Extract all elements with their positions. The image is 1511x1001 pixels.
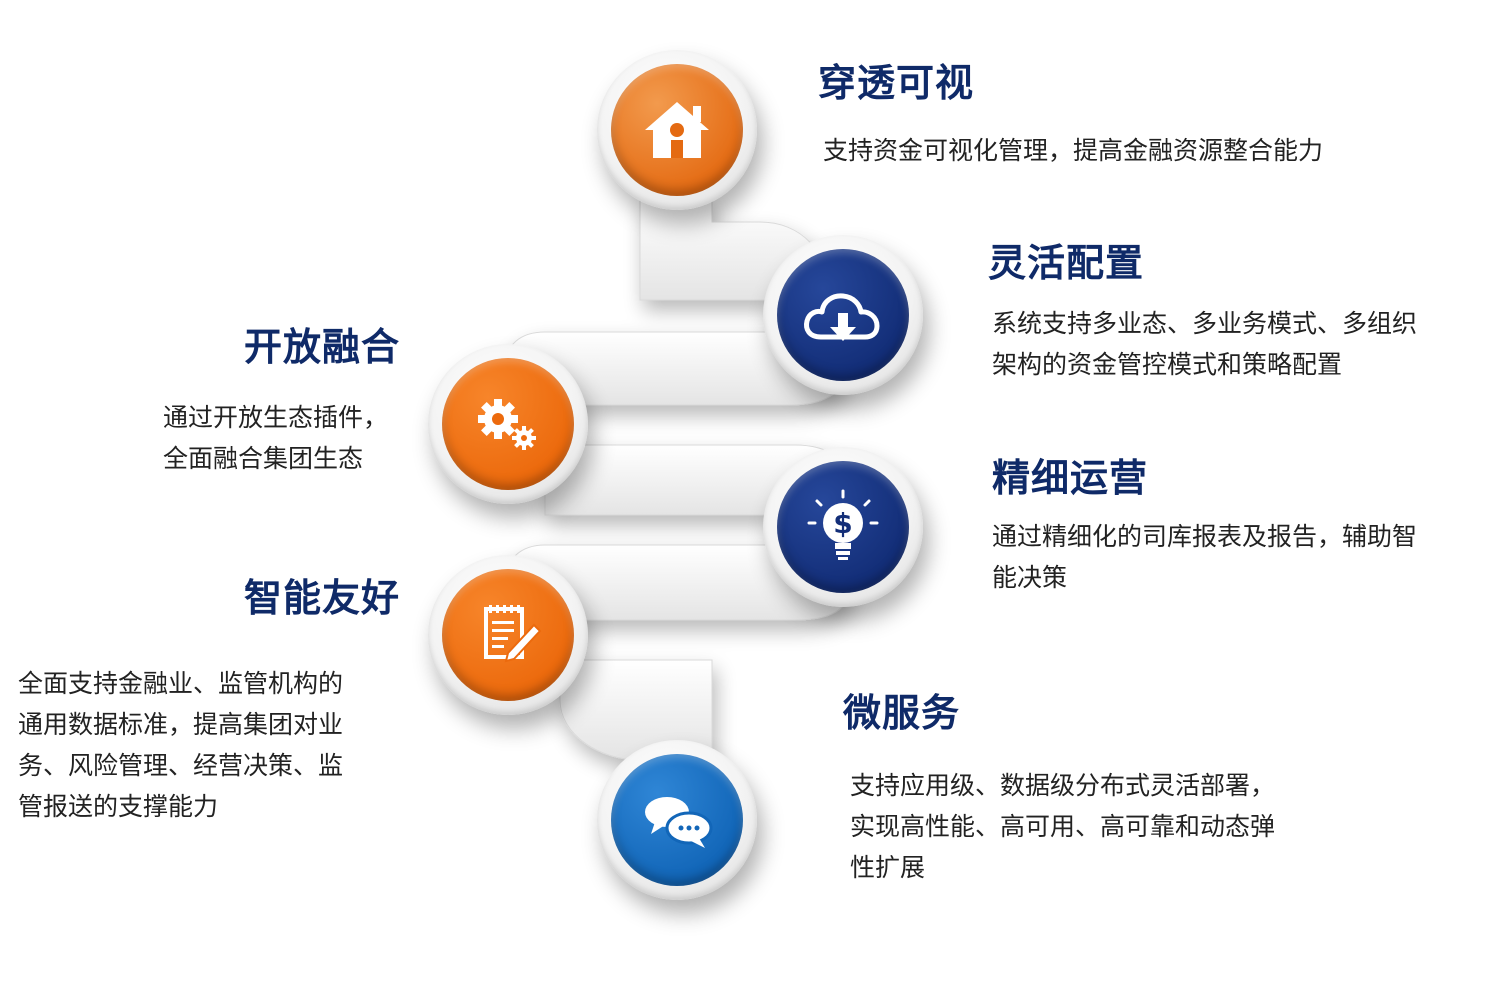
node-penetration-visibility [597,50,757,210]
desc-line: 支持应用级、数据级分布式灵活部署， [850,771,1276,800]
desc-smart-friendly: 全面支持金融业、监管机构的 通用数据标准，提高集团对业 务、风险管理、经营决策、… [18,663,343,827]
desc-line: 支持资金可视化管理，提高金融资源整合能力 [823,136,1324,165]
desc-open-integration: 通过开放生态插件， 全面融合集团生态 [163,397,388,479]
desc-line: 通用数据标准，提高集团对业 [18,710,344,739]
desc-line: 全面支持金融业、监管机构的 [18,669,344,698]
desc-line: 系统支持多业态、多业务模式、多组织 [992,309,1418,338]
gears-icon [442,358,574,490]
title-fine-operation: 精细运营 [992,456,1149,500]
node-core [442,569,574,701]
desc-line: 能决策 [992,563,1068,592]
chat-bubbles-icon [611,754,743,886]
desc-line: 通过精细化的司库报表及报告，辅助智 [992,522,1418,551]
desc-line: 全面融合集团生态 [163,444,364,473]
node-microservice [597,740,757,900]
cloud-download-icon [777,249,909,381]
desc-penetration-visibility: 支持资金可视化管理，提高金融资源整合能力 [823,130,1323,171]
dollar-bulb-icon: $ [777,461,909,593]
desc-line: 性扩展 [850,853,926,882]
title-flexible-config: 灵活配置 [988,241,1145,285]
desc-line: 务、风险管理、经营决策、监 [18,751,344,780]
title-open-integration: 开放融合 [243,325,400,369]
desc-line: 架构的资金管控模式和策略配置 [992,350,1343,379]
house-icon [611,64,743,196]
title-smart-friendly: 智能友好 [243,576,400,620]
desc-fine-operation: 通过精细化的司库报表及报告，辅助智 能决策 [992,516,1417,598]
svg-text:$: $ [833,507,852,540]
desc-microservice: 支持应用级、数据级分布式灵活部署， 实现高性能、高可用、高可靠和动态弹 性扩展 [850,765,1275,888]
desc-line: 管报送的支撑能力 [18,792,219,821]
node-smart-friendly [428,555,588,715]
node-flexible-config [763,235,923,395]
desc-line: 实现高性能、高可用、高可靠和动态弹 [850,812,1276,841]
title-microservice: 微服务 [843,691,961,735]
desc-line: 通过开放生态插件， [163,403,389,432]
title-penetration-visibility: 穿透可视 [818,61,975,105]
node-open-integration [428,344,588,504]
document-pen-icon [442,569,574,701]
desc-flexible-config: 系统支持多业态、多业务模式、多组织 架构的资金管控模式和策略配置 [992,303,1417,385]
node-fine-operation: $ [763,447,923,607]
